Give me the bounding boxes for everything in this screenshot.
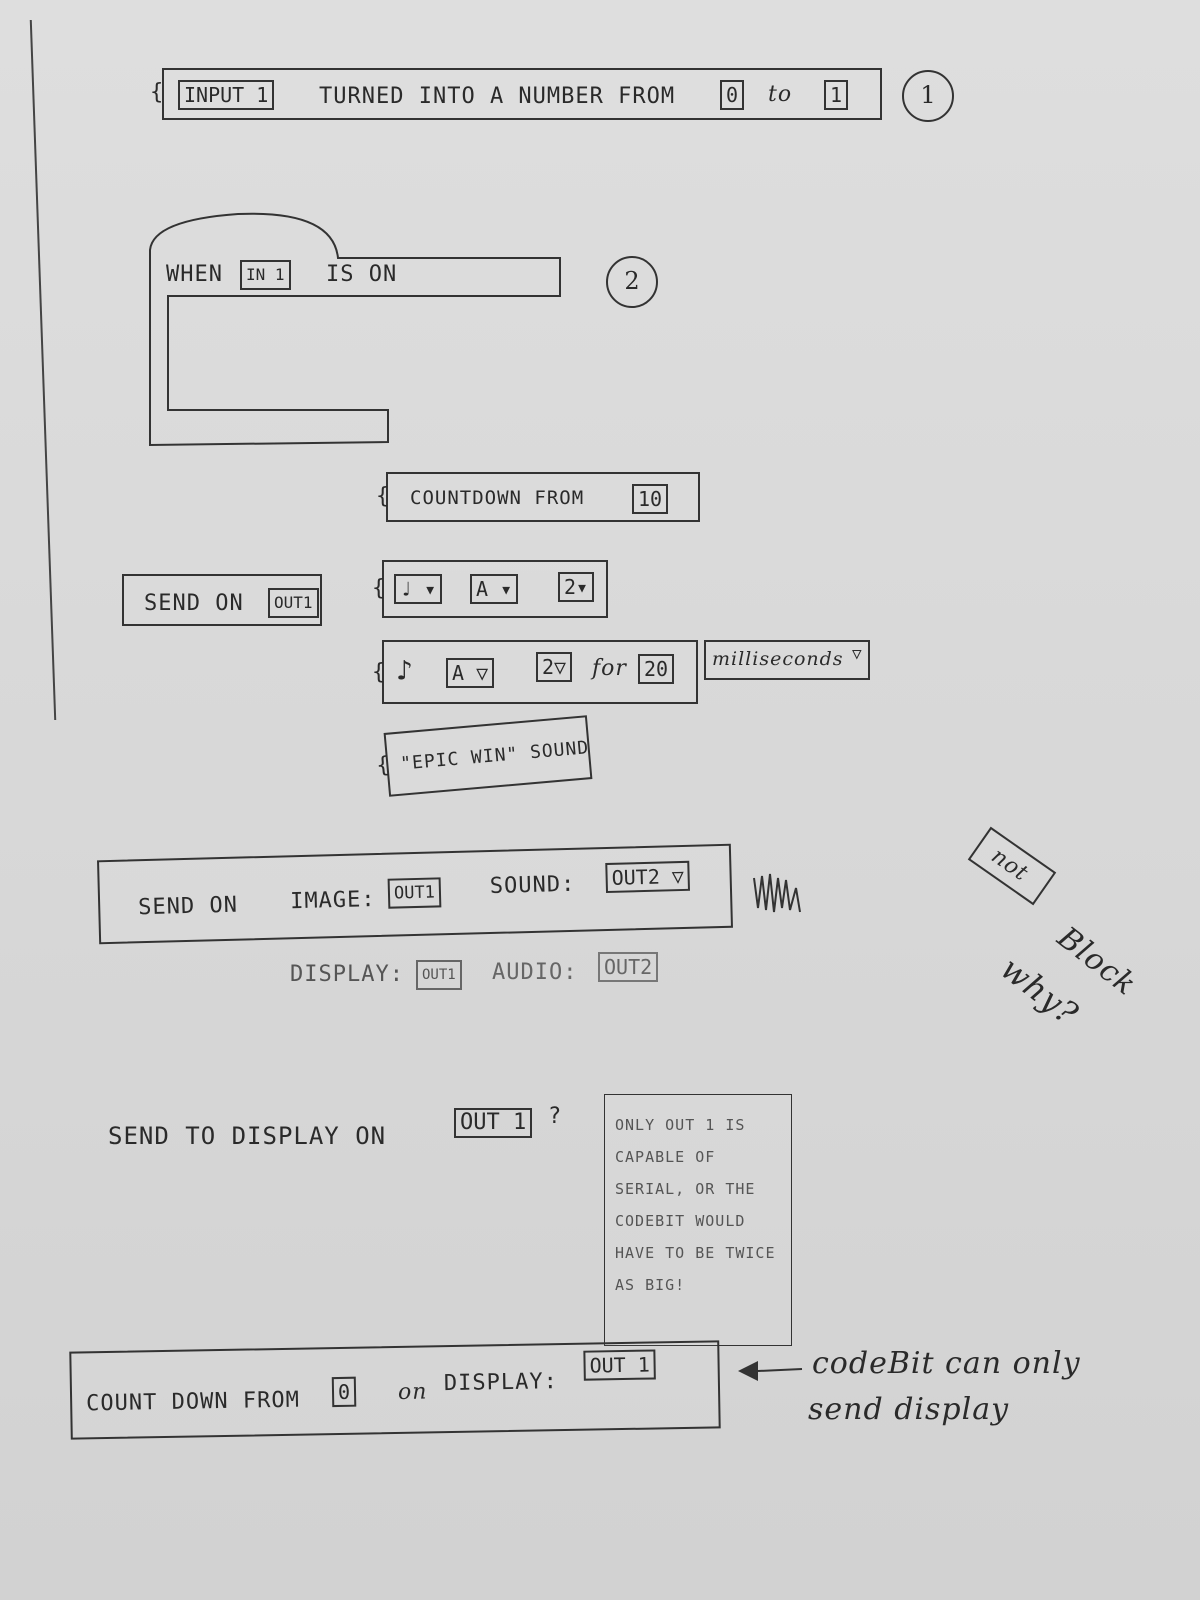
arrow-left-icon [738,1361,803,1381]
sound-label: "EPIC WIN" SOUND [399,737,590,775]
annotation-line-2: send display [808,1392,1010,1427]
note-octave-dropdown[interactable]: 2▽ [536,652,573,682]
display-output-dropdown[interactable]: OUT 1 [583,1349,657,1381]
send-on-dropdown[interactable]: OUT1 [268,588,319,618]
step-badge-2: 2 [606,256,658,308]
comment-text: ONLY OUT 1 IS CAPABLE OF SERIAL, OR THE … [615,1116,776,1294]
input-dropdown[interactable]: INPUT 1 [178,80,275,110]
note-pitch-dropdown[interactable]: A ▽ [446,658,495,688]
audio-label: AUDIO: [492,960,578,985]
annotation-arrow [736,1356,806,1386]
when-hat-shape [149,212,561,447]
step-badge-1: 1 [902,70,954,122]
question-mark: ? [548,1104,563,1129]
note-type-dropdown[interactable]: ♩ ▾ [394,574,443,604]
chevron-down-icon: ▽ [852,644,863,663]
countdown-value-field[interactable]: 10 [632,484,669,514]
for-label: for [592,656,627,681]
display-label: DISPLAY: [443,1369,559,1397]
notch-icon: { [150,80,164,105]
sound-output-dropdown[interactable]: OUT2 ▽ [605,860,691,893]
countdown-display-block[interactable]: COUNT DOWN FROM 0 on DISPLAY: OUT 1 [69,1340,721,1440]
notch-icon: { [372,576,386,601]
is-on-label: IS ON [326,262,398,287]
display-label: DISPLAY: [290,962,404,987]
send-to-display-dropdown[interactable]: OUT 1 [454,1108,533,1138]
send-to-display-label: SEND TO DISPLAY ON [108,1122,387,1150]
send-on-image-sound-block[interactable]: SEND ON IMAGE: OUT1 SOUND: OUT2 ▽ [97,843,733,945]
in-dropdown[interactable]: IN 1 [240,260,291,290]
note-block[interactable]: { ♩ ▾ A ▾ 2▾ [372,560,608,618]
audio-output-dropdown[interactable]: OUT2 [598,952,659,982]
scribble-mark [752,868,802,916]
send-to-display-row: SEND TO DISPLAY ON OUT 1 ? [108,1102,578,1152]
countdown-block[interactable]: { COUNTDOWN FROM 10 [376,472,700,522]
sound-label: SOUND: [489,871,576,900]
when-hat-block[interactable]: WHEN IN 1 IS ON [148,210,568,450]
to-label: to [768,82,793,107]
on-label: on [397,1379,428,1405]
scribble-icon [753,873,801,913]
display-audio-row: DISPLAY: OUT1 AUDIO: OUT2 [288,946,708,996]
notch-icon: { [376,484,390,509]
send-on-label: SEND ON [144,591,244,616]
display-output-dropdown[interactable]: OUT1 [416,960,462,990]
annotation-line-1: codeBit can only [812,1346,1081,1381]
from-value-field[interactable]: 0 [720,80,745,110]
to-value-field[interactable]: 1 [824,80,849,110]
unit-label: milliseconds [712,648,844,670]
send-on-label: SEND ON [137,892,239,921]
image-output-dropdown[interactable]: OUT1 [387,877,442,909]
countdown-value-field[interactable]: 0 [331,1376,357,1408]
music-note-icon: ♩ [400,577,413,601]
countdown-label: COUNT DOWN FROM [85,1387,301,1417]
note-flag-icon: ♪ [396,654,414,687]
unit-dropdown[interactable]: milliseconds ▽ [704,640,870,680]
when-label: WHEN [166,262,223,287]
comment-box: ONLY OUT 1 IS CAPABLE OF SERIAL, OR THE … [604,1094,792,1346]
number-block[interactable]: { INPUT 1 TURNED INTO A NUMBER FROM 0 to… [150,68,882,120]
number-block-label: TURNED INTO A NUMBER FROM [319,84,676,109]
duration-field[interactable]: 20 [638,654,675,684]
note-pitch-dropdown[interactable]: A ▾ [470,574,519,604]
notch-icon: { [372,660,386,685]
notch-icon: { [375,752,391,779]
note-octave-dropdown[interactable]: 2▾ [558,572,595,602]
note-for-block[interactable]: { ♪ A ▽ 2▽ for 20 [372,640,698,704]
countdown-label: COUNTDOWN FROM [410,487,585,509]
send-on-block[interactable]: SEND ON OUT1 [122,574,322,626]
image-label: IMAGE: [289,887,376,915]
